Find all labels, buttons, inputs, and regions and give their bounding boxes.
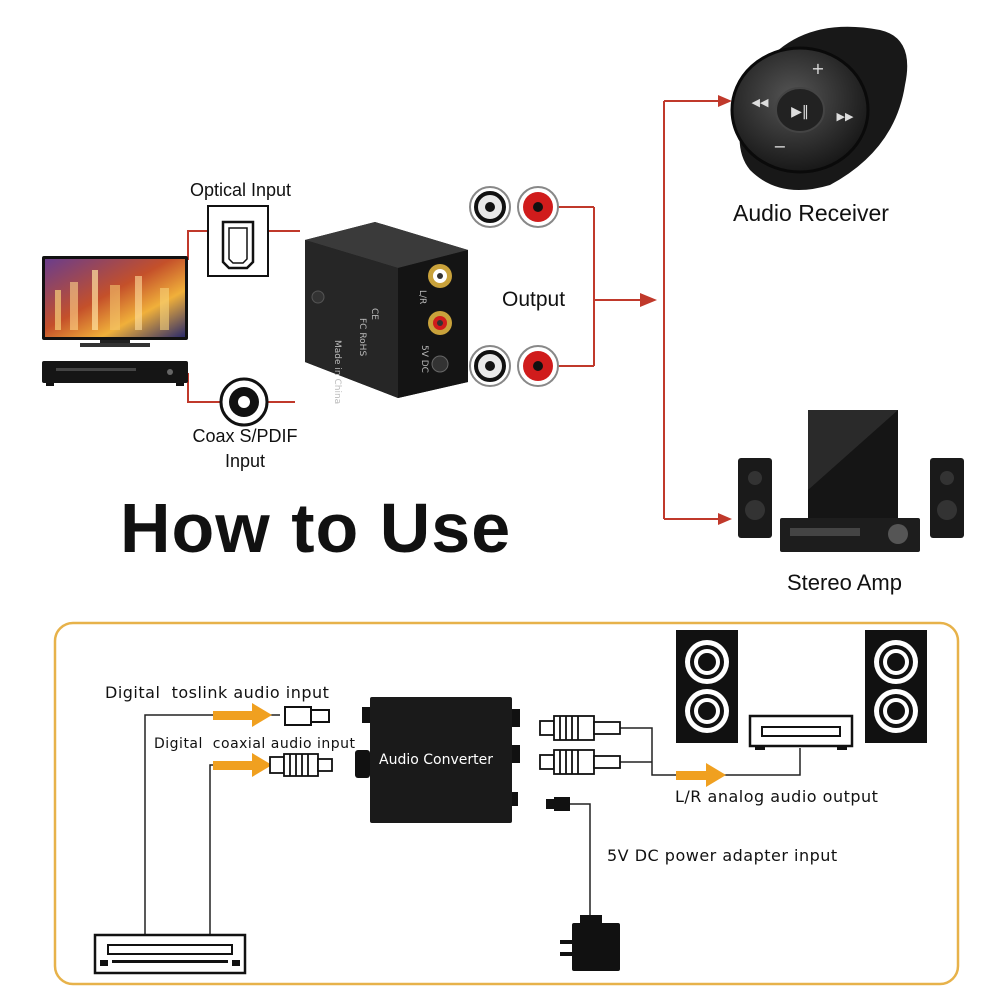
coax-plug-icon bbox=[269, 753, 333, 777]
coaxial-input-label: Digital coaxial audio input bbox=[154, 736, 356, 752]
rca-plug-top-icon bbox=[539, 715, 621, 741]
stereo-amp-icon bbox=[738, 410, 964, 552]
svg-text:5V DC: 5V DC bbox=[419, 345, 429, 373]
tv-icon bbox=[42, 256, 188, 347]
output-label: Output bbox=[502, 288, 566, 311]
toslink-arrow-icon bbox=[213, 703, 272, 727]
toslink-plug-icon bbox=[284, 706, 330, 726]
power-adapter-icon bbox=[560, 915, 620, 971]
svg-text:▶‖: ▶‖ bbox=[791, 104, 809, 120]
svg-text:▶▶: ▶▶ bbox=[837, 110, 854, 123]
dvd-player-icon bbox=[42, 361, 188, 386]
source-device-icon bbox=[93, 933, 247, 975]
svg-text:Made in China: Made in China bbox=[332, 340, 342, 404]
optical-input-label: Optical Input bbox=[190, 180, 292, 200]
coaxial-arrow-icon bbox=[213, 753, 272, 777]
rca-jack-white-top-icon bbox=[469, 186, 511, 228]
output-arrow-icon bbox=[640, 293, 657, 307]
stereo-amp-label: Stereo Amp bbox=[787, 570, 902, 595]
coax-port-icon bbox=[219, 377, 269, 427]
receiver-arrow-icon bbox=[718, 95, 732, 107]
svg-text:FC RoHS: FC RoHS bbox=[357, 318, 367, 356]
svg-text:CE: CE bbox=[369, 308, 379, 320]
audio-converter-icon bbox=[355, 697, 520, 823]
analog-output-label: L/R analog audio output bbox=[675, 787, 879, 806]
rca-jack-red-top-icon bbox=[517, 186, 559, 228]
top-connection-lines bbox=[187, 100, 724, 520]
coax-input-label-line1: Coax S/PDIF bbox=[192, 426, 298, 446]
amp-arrow-icon bbox=[718, 513, 732, 525]
rca-plug-bottom-icon bbox=[539, 749, 621, 775]
audio-receiver-icon: ▶‖ + − ◀◀ ▶▶ bbox=[730, 26, 908, 190]
rca-jack-white-bottom-icon bbox=[469, 345, 511, 387]
amplifier-icon bbox=[748, 714, 854, 750]
analog-output-arrow-icon bbox=[676, 763, 726, 787]
svg-text:+: + bbox=[811, 59, 824, 78]
svg-text:L/R: L/R bbox=[417, 290, 427, 304]
audio-converter-box-icon: Made in China FC RoHS CE 5V DC L/R bbox=[305, 222, 468, 404]
rca-jack-red-bottom-icon bbox=[517, 345, 559, 387]
svg-text:−: − bbox=[773, 137, 786, 156]
audio-converter-label: Audio Converter bbox=[379, 752, 493, 768]
toslink-input-label: Digital toslink audio input bbox=[105, 683, 330, 702]
power-input-label: 5V DC power adapter input bbox=[607, 846, 838, 865]
speaker-left-icon bbox=[676, 630, 738, 743]
coax-input-label-line2: Input bbox=[224, 451, 266, 471]
coax-input-label: Coax S/PDIF Input bbox=[190, 426, 300, 472]
optical-port-icon bbox=[207, 205, 269, 277]
audio-receiver-label: Audio Receiver bbox=[733, 200, 889, 226]
svg-text:◀◀: ◀◀ bbox=[752, 96, 769, 109]
dc-plug-icon bbox=[546, 797, 570, 811]
page-title: How to Use bbox=[120, 489, 512, 567]
speaker-right-icon bbox=[865, 630, 927, 743]
